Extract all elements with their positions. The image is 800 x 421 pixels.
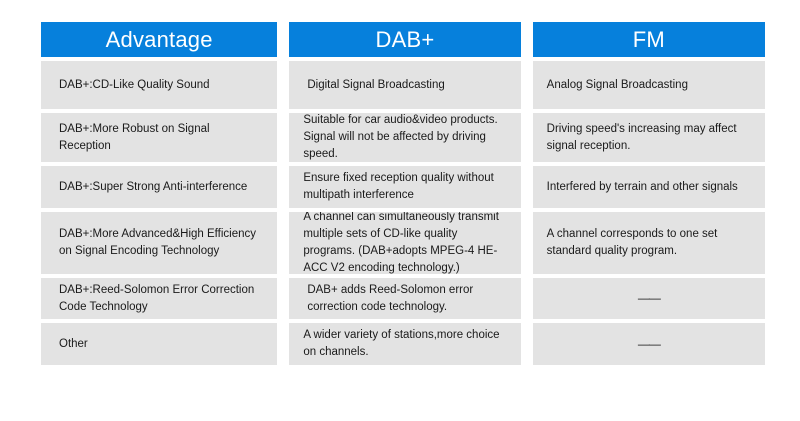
cell-advantage-6-text: Other bbox=[59, 337, 88, 350]
cell-fm-6-dash: —— bbox=[637, 336, 661, 351]
cell-fm-3-text: Interfered by terrain and other signals bbox=[546, 180, 738, 193]
cell-fm-5-dash: —— bbox=[637, 291, 661, 305]
cell-advantage-2-text: DAB+:More Robust on Signal Reception bbox=[59, 122, 210, 152]
cell-dab-plus-4: A channel can simultaneously transmit mu… bbox=[289, 212, 521, 274]
cell-dab-plus-5-text: DAB+ adds Reed-Solomon error correction … bbox=[307, 283, 474, 313]
cell-fm-1: Analog Signal Broadcasting bbox=[532, 61, 766, 109]
cell-dab-plus-4-text: A channel can simultaneously transmit mu… bbox=[303, 212, 499, 274]
cell-fm-6: —— bbox=[532, 323, 766, 365]
cell-advantage-4-text: DAB+:More Advanced&High Efficiency on Si… bbox=[59, 228, 256, 257]
cell-fm-1-text: Analog Signal Broadcasting bbox=[546, 78, 688, 91]
cell-fm-4: A channel corresponds to one set standar… bbox=[532, 212, 766, 274]
cell-dab-plus-2: Suitable for car audio&video products. S… bbox=[289, 113, 521, 162]
cell-advantage-3-text: DAB+:Super Strong Anti-interference bbox=[59, 180, 248, 193]
column-fm: FM Analog Signal Broadcasting Driving sp… bbox=[532, 22, 766, 365]
cell-dab-plus-6: A wider variety of stations,more choice … bbox=[289, 323, 521, 365]
cell-advantage-6: Other bbox=[41, 323, 278, 365]
column-dab-plus: DAB+ Digital Signal Broadcasting Suitabl… bbox=[289, 22, 521, 365]
cell-advantage-1-text: DAB+:CD-Like Quality Sound bbox=[59, 78, 210, 91]
column-header-dab-plus: DAB+ bbox=[289, 22, 521, 57]
cell-dab-plus-5: DAB+ adds Reed-Solomon error correction … bbox=[289, 278, 521, 319]
cell-dab-plus-1-text: Digital Signal Broadcasting bbox=[307, 78, 445, 91]
cell-dab-plus-1: Digital Signal Broadcasting bbox=[289, 61, 521, 109]
cell-dab-plus-6-text: A wider variety of stations,more choice … bbox=[303, 329, 500, 358]
cell-advantage-5: DAB+:Reed-Solomon Error Correction Code … bbox=[41, 278, 278, 319]
cell-advantage-2: DAB+:More Robust on Signal Reception bbox=[41, 113, 278, 162]
cell-fm-2: Driving speed's increasing may affect si… bbox=[532, 113, 766, 162]
cell-fm-3: Interfered by terrain and other signals bbox=[532, 166, 766, 208]
column-header-advantage: Advantage bbox=[41, 22, 278, 57]
comparison-table: Advantage DAB+:CD-Like Quality Sound DAB… bbox=[41, 22, 766, 365]
cell-dab-plus-3: Ensure fixed reception quality without m… bbox=[289, 166, 521, 208]
cell-advantage-3: DAB+:Super Strong Anti-interference bbox=[41, 166, 278, 208]
cell-dab-plus-3-text: Ensure fixed reception quality without m… bbox=[303, 172, 494, 201]
cell-fm-4-text: A channel corresponds to one set standar… bbox=[546, 228, 718, 257]
cell-fm-2-text: Driving speed's increasing may affect si… bbox=[546, 122, 737, 152]
cell-dab-plus-2-text: Suitable for car audio&video products. S… bbox=[303, 114, 498, 160]
cell-fm-5: —— bbox=[532, 278, 766, 319]
cell-advantage-5-text: DAB+:Reed-Solomon Error Correction Code … bbox=[59, 283, 255, 313]
cell-advantage-4: DAB+:More Advanced&High Efficiency on Si… bbox=[41, 212, 278, 274]
column-header-fm: FM bbox=[532, 22, 766, 57]
column-advantage: Advantage DAB+:CD-Like Quality Sound DAB… bbox=[41, 22, 278, 365]
cell-advantage-1: DAB+:CD-Like Quality Sound bbox=[41, 61, 278, 109]
